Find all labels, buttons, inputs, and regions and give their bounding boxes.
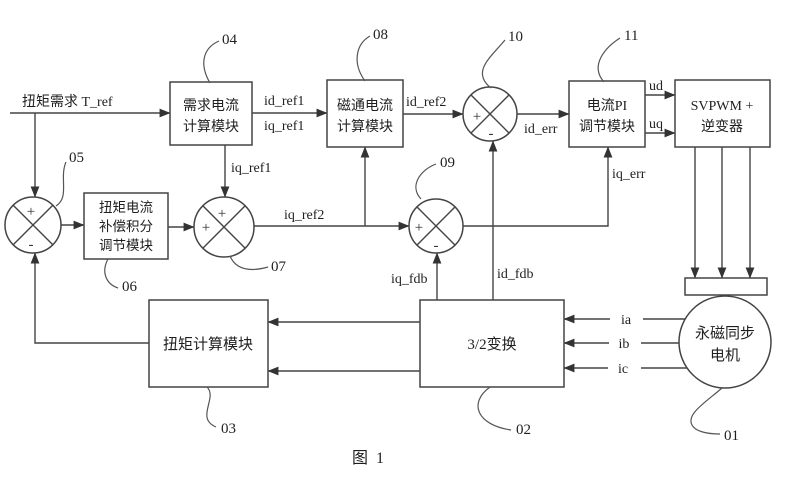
ref-05: 05 <box>69 150 84 166</box>
ref-03: 03 <box>221 421 236 437</box>
junction-05-top-sign: + <box>27 204 35 220</box>
label-idfdb: id_fdb <box>497 267 534 282</box>
motor-assembly: 永磁同步 电机 <box>678 277 772 389</box>
block-flux-current: 磁通电流 计算模块 <box>326 79 404 148</box>
block-current-pi-line1: 电流PI <box>587 98 628 114</box>
junction-09-cross <box>416 206 456 246</box>
block-current-pi: 电流PI 调节模块 <box>568 80 646 148</box>
leader-07 <box>229 255 269 271</box>
ref-callouts: 04 08 10 11 05 06 07 09 02 03 01 <box>55 27 739 444</box>
block-torque-compensation: 扭矩电流 补偿积分 调节模块 <box>83 192 169 260</box>
label-ic: ic <box>618 362 628 377</box>
leader-01 <box>690 387 723 435</box>
ref-01: 01 <box>724 428 739 444</box>
ref-07: 07 <box>271 259 287 275</box>
leader-03 <box>206 386 217 428</box>
block-demand-current-line2: 计算模块 <box>183 119 239 135</box>
label-tref: 扭矩需求 T_ref <box>22 94 113 110</box>
junction-05-cross <box>12 204 54 246</box>
wire-iqerr <box>463 146 613 227</box>
wire-torque-feedback <box>30 252 149 344</box>
ref-04: 04 <box>222 32 238 48</box>
figure-caption: 图 1 <box>352 450 384 467</box>
block-flux-current-box <box>326 79 404 148</box>
junction-07: + + <box>193 196 255 258</box>
block-current-pi-line2: 调节模块 <box>579 119 635 135</box>
motor-line1: 永磁同步 <box>695 325 755 342</box>
block-demand-current-box <box>169 81 253 146</box>
label-idref2: id_ref2 <box>406 95 446 110</box>
signal-wires <box>10 90 755 376</box>
block-torque-calc-box <box>148 299 269 388</box>
label-iqfdb: iq_fdb <box>391 272 428 287</box>
block-demand-current-line1: 需求电流 <box>183 98 239 114</box>
junction-10-cross <box>470 94 510 134</box>
signal-labels: 扭矩需求 T_ref id_ref1 iq_ref1 iq_ref1 id_re… <box>22 79 663 377</box>
block-torque-calc-label: 扭矩计算模块 <box>163 335 253 353</box>
ref-10: 10 <box>508 29 523 45</box>
junction-09-bottom-sign: - <box>434 238 439 254</box>
block-svpwm-line2: 逆变器 <box>701 119 743 135</box>
junction-05: + - <box>4 196 62 254</box>
junction-05-bottom-sign: - <box>29 237 34 253</box>
label-ib: ib <box>619 337 630 352</box>
block-current-pi-box <box>568 80 646 148</box>
block-torque-compensation-line3: 调节模块 <box>99 238 153 253</box>
junction-07-top-sign: + <box>218 206 226 222</box>
leader-06 <box>104 258 119 289</box>
block-32-transform: 3/2变换 <box>419 299 565 388</box>
block-32-transform-label: 3/2变换 <box>467 336 516 353</box>
junction-10: + - <box>462 86 518 142</box>
label-iqref1-branch: iq_ref1 <box>231 161 271 176</box>
block-torque-compensation-box <box>83 192 169 260</box>
label-ia: ia <box>621 313 632 328</box>
motor-terminal-box <box>684 277 768 296</box>
block-flux-current-line2: 计算模块 <box>337 119 393 135</box>
ref-08: 08 <box>373 27 388 43</box>
junction-10-bottom-sign: - <box>489 126 494 142</box>
junction-09: + - <box>408 198 464 254</box>
block-torque-calc: 扭矩计算模块 <box>148 299 269 388</box>
leader-04 <box>203 40 220 84</box>
junction-10-left-sign: + <box>473 109 481 125</box>
ref-02: 02 <box>516 422 531 438</box>
block-svpwm-inverter-box <box>674 79 771 148</box>
block-32-transform-box <box>419 299 565 388</box>
motor-line2: 电机 <box>710 347 740 364</box>
block-demand-current: 需求电流 计算模块 <box>169 81 253 146</box>
label-idref1: id_ref1 <box>264 94 304 109</box>
label-ud: ud <box>649 79 663 94</box>
label-iqref1: iq_ref1 <box>264 119 304 134</box>
block-svpwm-line1: SVPWM + <box>691 99 754 114</box>
label-iqerr: iq_err <box>612 167 646 182</box>
motor-circle <box>678 295 772 389</box>
block-flux-current-line1: 磁通电流 <box>337 98 393 114</box>
leader-11 <box>597 37 621 83</box>
block-svpwm-inverter: SVPWM + 逆变器 <box>674 79 771 148</box>
leader-10 <box>481 39 506 89</box>
leader-05 <box>55 161 67 207</box>
leader-02 <box>477 386 512 431</box>
block-torque-compensation-line2: 补偿积分 <box>99 219 153 234</box>
ref-11: 11 <box>624 28 638 44</box>
leader-08 <box>356 35 371 82</box>
junction-07-left-sign: + <box>202 220 210 236</box>
junction-07-cross <box>202 205 246 249</box>
label-iderr: id_err <box>524 122 558 137</box>
junction-09-left-sign: + <box>415 220 423 236</box>
ref-06: 06 <box>122 279 138 295</box>
ref-09: 09 <box>440 155 455 171</box>
block-torque-compensation-line1: 扭矩电流 <box>99 200 153 215</box>
label-iqref2: iq_ref2 <box>284 208 324 223</box>
label-uq: uq <box>649 117 663 132</box>
leader-09 <box>415 163 437 200</box>
